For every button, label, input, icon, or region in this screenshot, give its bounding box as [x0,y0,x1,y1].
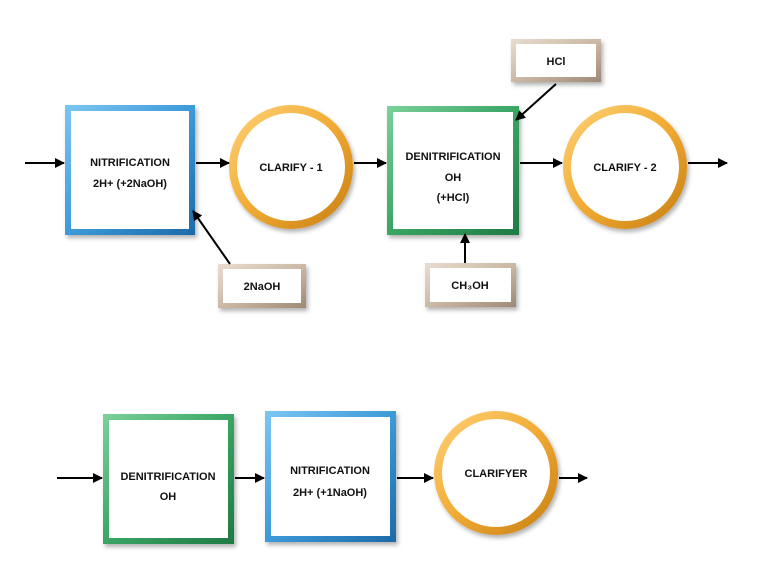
denitrification-title: DENITRIFICATION [405,151,500,163]
additive-hcl: HCl [511,39,601,82]
denitrification-2-title: DENITRIFICATION [120,471,215,483]
clarifier-1: CLARIFY - 1 [229,105,353,229]
methanol-label: CH₃OH [451,280,489,292]
denitrification-hcl: (+HCl) [437,192,470,204]
clarifyer-label: CLARIFYER [465,468,528,480]
denitrification-tank-2: DENITRIFICATION OH [103,414,234,544]
process-1: NITRIFICATION 2H+ (+2NaOH) CLARIFY - 1 D… [25,39,728,308]
naoh-label: 2NaOH [244,281,281,293]
denitrification-oh: OH [445,172,462,184]
additive-methanol: CH₃OH [425,263,516,307]
additive-naoh: 2NaOH [218,264,306,308]
clarify-2-label: CLARIFY - 2 [593,162,656,174]
clarify-1-label: CLARIFY - 1 [259,162,322,174]
clarifier-3: CLARIFYER [434,411,558,535]
hcl-feed-arrow [515,83,557,121]
process-2: DENITRIFICATION OH NITRIFICATION 2H+ (+1… [57,411,588,544]
nitrification-title: NITRIFICATION [90,157,170,169]
nitrification-tank-2: NITRIFICATION 2H+ (+1NaOH) [265,411,396,542]
nitrification-2-title: NITRIFICATION [290,465,370,477]
clarifier-2: CLARIFY - 2 [563,105,687,229]
nitrification-tank-1: NITRIFICATION 2H+ (+2NaOH) [65,105,195,235]
naoh-feed-arrow [192,210,231,265]
nitrification-reaction: 2H+ (+2NaOH) [93,178,167,190]
hcl-label: HCl [547,56,566,68]
nitrification-2-reaction: 2H+ (+1NaOH) [293,487,367,499]
denitrification-tank-1: DENITRIFICATION OH (+HCl) [387,106,519,235]
denitrification-2-oh: OH [160,491,177,503]
